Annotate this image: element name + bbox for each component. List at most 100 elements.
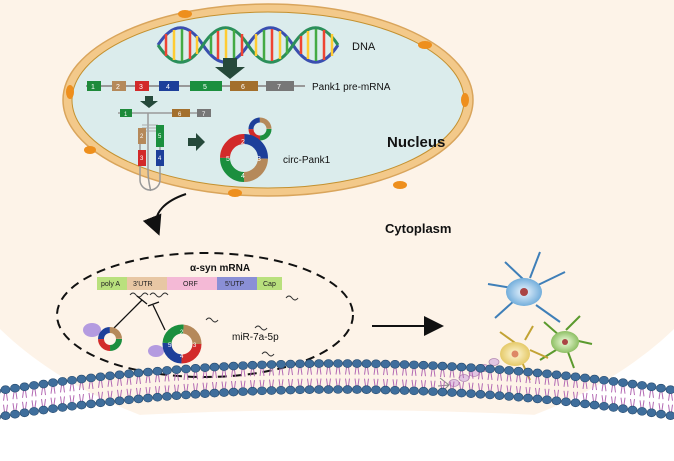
lipid-head bbox=[190, 364, 201, 373]
lipid-head bbox=[171, 365, 182, 374]
lipid-head bbox=[57, 377, 68, 386]
splice-arrow-icon bbox=[140, 96, 158, 108]
lipid-head bbox=[76, 400, 87, 410]
lipid-head bbox=[285, 385, 296, 395]
lipid-head bbox=[152, 366, 163, 376]
nucleus bbox=[62, 3, 474, 197]
lipid-head bbox=[390, 359, 400, 369]
transcription-arrow-icon bbox=[215, 58, 245, 79]
lipid-head bbox=[257, 360, 267, 370]
lipid-head bbox=[580, 399, 590, 409]
lipid-head bbox=[494, 365, 505, 374]
lipid-head bbox=[266, 360, 277, 369]
lipid-head bbox=[523, 393, 533, 403]
exon-label: 1 bbox=[124, 112, 128, 118]
back-splicing-loop bbox=[118, 109, 211, 192]
lipid-head bbox=[428, 361, 438, 370]
exon-label: 5 bbox=[203, 84, 207, 91]
lipid-head bbox=[124, 369, 134, 379]
lipid-head bbox=[114, 396, 125, 406]
lipid-head bbox=[323, 385, 334, 394]
lipid-head bbox=[637, 381, 647, 390]
lipid-head bbox=[209, 362, 220, 372]
small-circ-rna-icon bbox=[248, 117, 272, 141]
lipid-head bbox=[0, 414, 1, 420]
circ-pank1-icon bbox=[220, 134, 268, 182]
lipid-head bbox=[29, 381, 39, 390]
lipid-head bbox=[276, 359, 286, 369]
lipid-head bbox=[333, 385, 343, 394]
inhibition-lines bbox=[111, 295, 166, 331]
lipid-head bbox=[228, 387, 239, 397]
lipid-head bbox=[86, 399, 96, 409]
lipid-head bbox=[304, 385, 315, 394]
lipid-head bbox=[542, 369, 552, 379]
lipid-head bbox=[409, 386, 419, 396]
pre-mrna-label: Pank1 pre-mRNA bbox=[312, 82, 391, 93]
lipid-head bbox=[618, 378, 628, 388]
lipid-head bbox=[532, 394, 543, 404]
circularization-arrow-icon bbox=[188, 133, 205, 151]
lipid-head bbox=[551, 370, 562, 380]
exon-label: 2 bbox=[116, 84, 120, 91]
mrna-segment-label: 3'UTR bbox=[133, 281, 153, 288]
lipid-head bbox=[48, 404, 58, 414]
circ-exon-label: 2 bbox=[241, 139, 245, 146]
lipid-head bbox=[38, 405, 49, 415]
lipid-head bbox=[380, 385, 391, 395]
lipid-head bbox=[200, 363, 210, 372]
lipid-head bbox=[504, 392, 514, 401]
lipid-head bbox=[295, 385, 305, 395]
lipid-head bbox=[380, 359, 391, 369]
pre-mrna bbox=[86, 81, 305, 91]
lipid-head bbox=[95, 372, 106, 382]
lipid-head bbox=[570, 372, 581, 382]
lipid-head bbox=[551, 396, 562, 406]
lipid-head bbox=[371, 359, 381, 369]
circ-exon-label: 5 bbox=[226, 156, 230, 163]
lipid-head bbox=[523, 367, 533, 377]
exon-label: 4 bbox=[166, 84, 170, 91]
exon-label: 1 bbox=[91, 84, 95, 91]
lipid-head bbox=[10, 383, 20, 393]
lipid-head bbox=[475, 390, 486, 399]
lipid-head bbox=[627, 405, 638, 415]
exon-label: 3 bbox=[140, 156, 144, 162]
lipid-head bbox=[323, 359, 334, 368]
plasma-membrane bbox=[0, 359, 674, 461]
exon-label: 4 bbox=[158, 156, 162, 162]
lipid-head bbox=[447, 362, 457, 371]
lipid-head bbox=[532, 368, 543, 378]
lipid-head bbox=[95, 398, 106, 408]
lipid-head bbox=[181, 390, 191, 400]
circ-pank1-label: circ-Pank1 bbox=[283, 155, 331, 166]
lipid-head bbox=[437, 387, 448, 397]
lipid-head bbox=[618, 404, 628, 414]
lipid-head bbox=[10, 409, 20, 419]
lipid-head bbox=[181, 364, 191, 374]
lipid-head bbox=[656, 409, 666, 419]
lipid-head bbox=[589, 400, 600, 410]
lipid-head bbox=[114, 370, 125, 380]
lipid-head bbox=[76, 374, 87, 384]
mrna-segment-label: Cap bbox=[263, 281, 276, 288]
exon-label: 6 bbox=[178, 112, 182, 118]
lipid-head bbox=[656, 383, 666, 393]
lipid-head bbox=[67, 401, 77, 411]
circ-mirna-complex-icon bbox=[83, 323, 122, 351]
dna-helix-icon bbox=[156, 26, 340, 64]
lipid-head bbox=[361, 359, 372, 368]
lipid-head bbox=[133, 368, 144, 378]
dna-label: DNA bbox=[352, 41, 376, 53]
lipid-head bbox=[542, 395, 552, 405]
lipid-head bbox=[200, 389, 210, 398]
lipid-head bbox=[665, 385, 674, 394]
lipid-head bbox=[276, 385, 286, 395]
mrna-label: α-syn mRNA bbox=[190, 263, 250, 274]
lipid-head bbox=[190, 390, 201, 399]
lipid-head bbox=[257, 386, 267, 396]
lipid-head bbox=[361, 385, 372, 394]
lipid-head bbox=[646, 408, 657, 418]
